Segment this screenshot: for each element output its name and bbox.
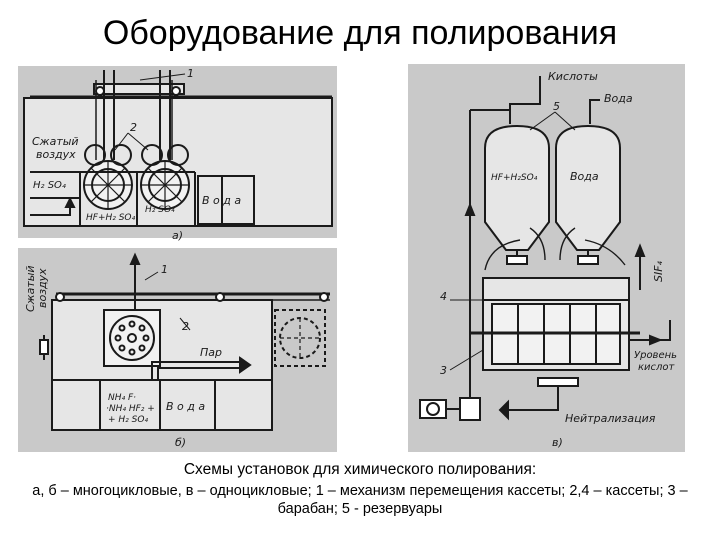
diagram-c-level-label-line2: кислот [638, 362, 676, 373]
diagram-b-frame [51, 299, 273, 431]
diagram-b-steam-label: Пар [200, 346, 222, 359]
diagram-a-air-label-line2: воздух [36, 148, 76, 161]
diagram-b-air-label-line2: воздух [36, 268, 49, 308]
diagram-c-input-acids: Кислоты [548, 70, 598, 83]
diagram-a-tank-2-label: HF+H₂ SO₄ [86, 213, 136, 223]
diagram-b-tank-1-label-line2: ·NH₄ HF₂ + [106, 404, 155, 414]
diagram-c-reservoir-1 [484, 124, 550, 251]
diagram-a-callout-1: 1 [187, 67, 194, 80]
diagram-c-label: в) [552, 436, 563, 449]
diagram-c-callout-3: 3 [440, 364, 447, 377]
diagram-c-callout-5: 5 [553, 100, 560, 113]
diagram-b-cassette [103, 309, 161, 367]
slide-title: Оборудование для полирования [102, 14, 618, 52]
diagram-a: 1 2 Сжатый воздух H₂ SO₄ HF+H₂ SO₄ H₂ SO… [18, 66, 337, 242]
diagram-c: Кислоты Вода 5 HF+H₂SO₄ Вода SIF₄ 4 3 Ур… [408, 64, 685, 452]
polishing-equipment-schemes: 1 2 Сжатый воздух H₂ SO₄ HF+H₂ SO₄ H₂ SO… [18, 64, 685, 452]
diagram-a-tank-1-label: H₂ SO₄ [33, 180, 66, 191]
diagram-b-callout-1: 1 [161, 263, 168, 276]
diagram-b-tank-1-label-line1: NH₄ F· [108, 393, 136, 403]
caption-legend: а, б – многоцикловые, в – одноцикловые; … [32, 483, 688, 517]
diagram-b-callout-2: 2 [182, 320, 189, 333]
diagram-a-callout-2: 2 [130, 121, 137, 134]
diagram-b-label: б) [175, 436, 186, 449]
diagram-b-tank-1-label-line3: + H₂ SO₄ [108, 415, 148, 425]
diagram-c-level-label-line1: Уровень [634, 350, 677, 361]
diagram-c-reservoir-2 [555, 124, 621, 251]
diagram-c-reservoir-2-label: Вода [570, 170, 599, 183]
diagram-a-tank-4-label: В о д а [202, 194, 241, 207]
diagram-a-label: а) [172, 229, 183, 242]
diagram-c-reservoir-1-label: HF+H₂SO₄ [491, 173, 538, 183]
diagram-b-tank-2-label: В о д а [166, 400, 205, 413]
diagram-c-input-water: Вода [604, 92, 633, 105]
diagram-c-panel [408, 64, 685, 452]
diagram-b-air-label-line1: Сжатый [24, 265, 37, 312]
caption-heading: Схемы установок для химического полирова… [183, 461, 537, 478]
diagram-c-output-neutralization: Нейтрализация [565, 412, 656, 425]
diagram-a-air-label-line1: Сжатый [32, 135, 79, 148]
diagram-c-callout-4: 4 [440, 290, 447, 303]
diagram-b: Сжатый воздух 1 2 Пар NH₄ F· ·NH₄ HF₂ + … [18, 248, 337, 452]
diagram-c-side-label: SIF₄ [652, 260, 665, 282]
diagram-a-tank-3-label: H₂ SO₄ [145, 205, 175, 215]
diagram-a-carriage [93, 83, 185, 95]
